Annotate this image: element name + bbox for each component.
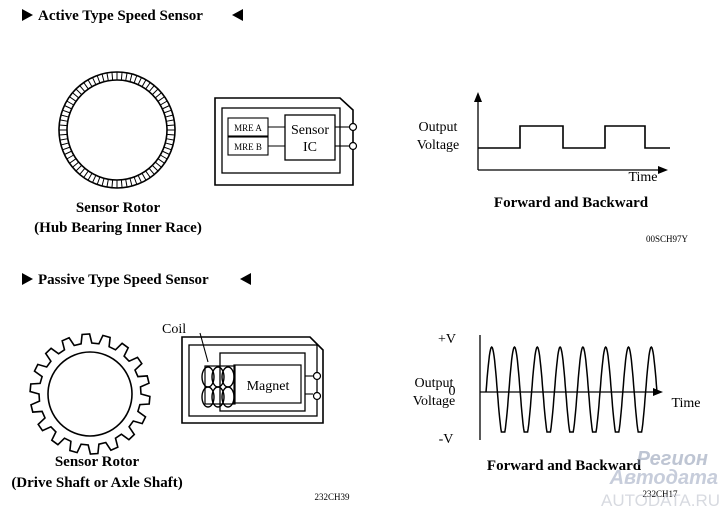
active-heading-text: Active Type Speed Sensor [38, 8, 203, 24]
passive-sensor-rotor [29, 333, 151, 455]
right-triangle-icon [22, 273, 33, 285]
left-triangle-icon [240, 273, 251, 285]
watermark-line2: Автодата [609, 467, 718, 489]
mre-a-label: MRE A [234, 123, 262, 133]
passive-heading-text: Passive Type Speed Sensor [38, 272, 209, 288]
passive-xlabel: Time [671, 396, 700, 411]
watermark-line1: Регион [637, 448, 708, 470]
active-ylabel-2: Voltage [417, 138, 460, 153]
active-graph-caption: Forward and Backward [494, 195, 649, 211]
passive-ylabel-1: Output [415, 376, 454, 391]
active-xlabel: Time [628, 170, 657, 185]
active-code: 00SCH97Y [646, 234, 689, 244]
passive-ylabel-2: Voltage [413, 394, 456, 409]
passive-heading: Passive Type Speed Sensor [22, 272, 251, 288]
passive-sine-wave [485, 345, 658, 433]
active-sensor-schematic [214, 97, 358, 186]
right-triangle-icon [22, 9, 33, 21]
watermark-logo: Регион Автодата AUTODATA.RU [601, 448, 720, 510]
active-output-graph [474, 92, 670, 174]
passive-code-right: 232CH17 [642, 489, 678, 499]
coil-label: Coil [162, 322, 186, 337]
passive-minus-v: -V [439, 432, 454, 447]
passive-zero: 0 [449, 384, 456, 399]
passive-plus-v: +V [438, 332, 456, 347]
active-heading: Active Type Speed Sensor [22, 8, 243, 24]
active-sensor-rotor [58, 71, 176, 189]
passive-code-left: 232CH39 [314, 492, 350, 502]
left-triangle-icon [232, 9, 243, 21]
active-rotor-subtitle: (Hub Bearing Inner Race) [34, 220, 202, 236]
mre-b-label: MRE B [234, 142, 262, 152]
active-square-wave [478, 125, 670, 149]
coil-icon [199, 332, 235, 408]
passive-rotor-title: Sensor Rotor [55, 454, 140, 470]
passive-output-graph [479, 335, 663, 440]
active-rotor-title: Sensor Rotor [76, 200, 161, 216]
active-ylabel-1: Output [419, 120, 458, 135]
passive-graph-caption: Forward and Backward [487, 458, 642, 474]
sensor-ic-label-2: IC [303, 140, 317, 155]
sensor-ic-label-1: Sensor [291, 123, 329, 138]
watermark-site: AUTODATA.RU [601, 491, 720, 510]
passive-rotor-subtitle: (Drive Shaft or Axle Shaft) [11, 475, 182, 491]
magnet-label: Magnet [247, 379, 290, 394]
